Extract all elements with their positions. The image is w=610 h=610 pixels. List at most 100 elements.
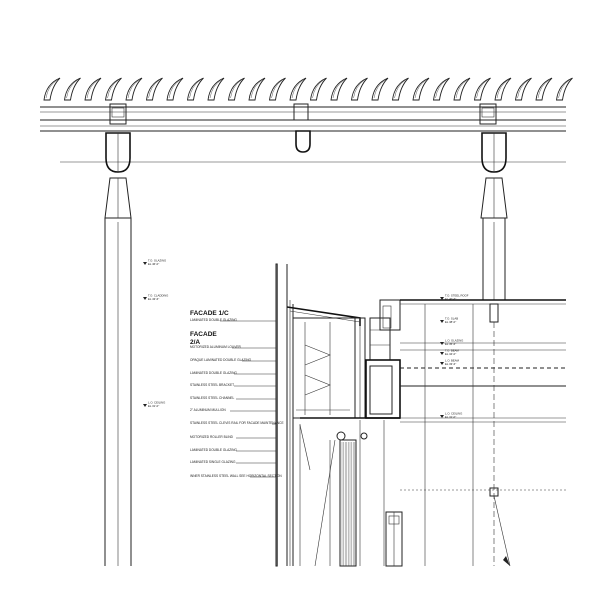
right-level-elev: EL 38'-0" bbox=[445, 320, 456, 324]
louver-fin bbox=[125, 77, 143, 101]
callout: LAMINATED DOUBLE GLAZING bbox=[190, 448, 276, 452]
roller-blind-hatch bbox=[341, 442, 355, 566]
facade-2a-title-line1: FACADE bbox=[190, 331, 217, 338]
louver-fin bbox=[432, 77, 450, 101]
louver-fin bbox=[514, 77, 532, 101]
callout: LAMINATED SINGLE GLAZING bbox=[190, 460, 276, 464]
callout: LAMINATED DOUBLE GLAZING bbox=[190, 371, 276, 375]
louver-fin-edge bbox=[45, 79, 58, 99]
louver-fin bbox=[535, 77, 553, 101]
louver-fin-edge bbox=[209, 79, 222, 99]
callout: MOTORIZED ALUMINUM LOUVER bbox=[190, 345, 276, 349]
louver-fin-edge bbox=[107, 79, 119, 99]
louver-fin-edge bbox=[496, 79, 509, 99]
louver-fin bbox=[494, 77, 512, 101]
callout: INNER STAINLESS STEEL WALL SEE HORIZONTA… bbox=[190, 474, 282, 478]
callout: 2" ALUMINUM MULLION bbox=[190, 408, 276, 412]
callout: STAINLESS STEEL CHANNEL bbox=[190, 396, 276, 400]
louver-fin bbox=[289, 77, 307, 101]
louver-fin bbox=[248, 77, 266, 101]
right-level-name: T.O. BEAM bbox=[445, 349, 460, 353]
right-level-elev: EL 33'-6" bbox=[445, 362, 456, 366]
left-level-name: T.O. CLADDING bbox=[148, 294, 168, 298]
louver-fin bbox=[207, 77, 225, 101]
right-level-name: T.O. STEEL ROOF bbox=[445, 294, 469, 298]
right-level-name: L.O. CEILING bbox=[445, 412, 462, 416]
louver-fin-edge bbox=[394, 79, 406, 99]
right-level-elev: EL 31'-0" bbox=[445, 415, 456, 419]
louver-fin-edge bbox=[435, 79, 447, 99]
svg-text:STAINLESS STEEL CHANNEL: STAINLESS STEEL CHANNEL bbox=[190, 396, 235, 400]
capsule-hangers bbox=[105, 130, 507, 173]
left-column bbox=[104, 177, 132, 566]
louver-fin bbox=[473, 77, 491, 101]
louver-fin-edge bbox=[476, 79, 488, 99]
right-level-name: T.O. SLAB bbox=[445, 317, 458, 321]
facade-2a-title-line2: 2/A bbox=[190, 339, 200, 346]
right-level-elev: EL 40'-6" bbox=[445, 297, 456, 301]
louver-fin-edge bbox=[271, 79, 283, 99]
louver-fin bbox=[43, 77, 61, 101]
svg-text:LAMINATED DOUBLE GLAZING: LAMINATED DOUBLE GLAZING bbox=[190, 448, 237, 452]
left-level-name: L.O. CEILING bbox=[148, 401, 165, 405]
callout: MOTORIZED ROLLER BLIND bbox=[190, 435, 276, 439]
svg-text:2" ALUMINUM MULLION: 2" ALUMINUM MULLION bbox=[190, 408, 226, 412]
left-level-markers: T.O. GLAZING EL 46'-0" T.O. CLADDING EL … bbox=[143, 259, 168, 408]
callout-labels: LAMINATED DOUBLE GLAZING MOTORIZED ALUMI… bbox=[190, 318, 284, 478]
left-level-elev: EL 43'-6" bbox=[148, 297, 159, 301]
left-level-elev: EL 31'-0" bbox=[148, 404, 159, 408]
left-level-elev: EL 46'-0" bbox=[148, 262, 159, 266]
right-level-markers: T.O. STEEL ROOF EL 40'-6" T.O. SLAB EL 3… bbox=[440, 294, 469, 419]
louver-fin bbox=[268, 77, 286, 101]
louver-fin-edge bbox=[414, 79, 427, 99]
svg-text:INNER STAINLESS STEEL WALL SEE: INNER STAINLESS STEEL WALL SEE HORIZONTA… bbox=[190, 474, 282, 478]
svg-text:MOTORIZED ALUMINUM LOUVER: MOTORIZED ALUMINUM LOUVER bbox=[190, 345, 241, 349]
louver-fin-edge bbox=[66, 79, 78, 99]
right-structure bbox=[400, 299, 566, 567]
louver-fin bbox=[84, 77, 102, 101]
louver-fin-edge bbox=[291, 79, 304, 99]
svg-text:OPAQUE LAMINATED DOUBLE GLAZIN: OPAQUE LAMINATED DOUBLE GLAZING bbox=[190, 358, 252, 362]
callout: STAINLESS STEEL CLEVIS RAIL FOR FACADE M… bbox=[190, 421, 284, 425]
louver-fin-edge bbox=[537, 79, 550, 99]
louver-fin bbox=[104, 77, 122, 101]
facade-section bbox=[275, 263, 403, 567]
louver-fin-edge bbox=[373, 79, 386, 99]
louver-fin-edge bbox=[86, 79, 99, 99]
svg-text:LAMINATED SINGLE GLAZING: LAMINATED SINGLE GLAZING bbox=[190, 460, 236, 464]
louver-fin bbox=[412, 77, 430, 101]
roof-connection-nodes bbox=[109, 103, 497, 125]
louver-fin bbox=[391, 77, 409, 101]
svg-text:STAINLESS STEEL BRACKET: STAINLESS STEEL BRACKET bbox=[190, 383, 234, 387]
right-level-elev: EL 34'-0" bbox=[445, 352, 456, 356]
louver-fin bbox=[350, 77, 368, 101]
louver-fin bbox=[371, 77, 389, 101]
callout: OPAQUE LAMINATED DOUBLE GLAZING bbox=[190, 358, 276, 362]
louver-fin bbox=[555, 77, 573, 101]
svg-text:LAMINATED DOUBLE GLAZING: LAMINATED DOUBLE GLAZING bbox=[190, 371, 237, 375]
svg-text:MOTORIZED ROLLER BLIND: MOTORIZED ROLLER BLIND bbox=[190, 435, 234, 439]
louver-fin-edge bbox=[168, 79, 181, 99]
louver-fin-edge bbox=[558, 79, 570, 99]
facade-1c-title: FACADE 1/C bbox=[190, 310, 229, 317]
louver-fin-edge bbox=[517, 79, 529, 99]
svg-text:STAINLESS STEEL CLEVIS RAIL FO: STAINLESS STEEL CLEVIS RAIL FOR FACADE M… bbox=[190, 421, 284, 425]
louver-fin-edge bbox=[455, 79, 468, 99]
right-level-name: L.O. BEAM bbox=[445, 359, 460, 363]
louver-fin bbox=[309, 77, 327, 101]
louver-fin bbox=[453, 77, 471, 101]
svg-text:LAMINATED DOUBLE GLAZING: LAMINATED DOUBLE GLAZING bbox=[190, 318, 237, 322]
louver-fin bbox=[186, 77, 204, 101]
louver-fin bbox=[145, 77, 163, 101]
louver-fin-edge bbox=[353, 79, 365, 99]
louver-fin-edge bbox=[312, 79, 324, 99]
right-level-elev: EL 35'-6" bbox=[445, 342, 456, 346]
roof-louver-fins bbox=[43, 77, 573, 101]
louver-fin bbox=[166, 77, 184, 101]
callout: LAMINATED DOUBLE GLAZING bbox=[190, 318, 276, 322]
louver-fin-edge bbox=[230, 79, 242, 99]
louver-fin bbox=[227, 77, 245, 101]
louver-fin-edge bbox=[332, 79, 345, 99]
right-column bbox=[480, 177, 508, 300]
